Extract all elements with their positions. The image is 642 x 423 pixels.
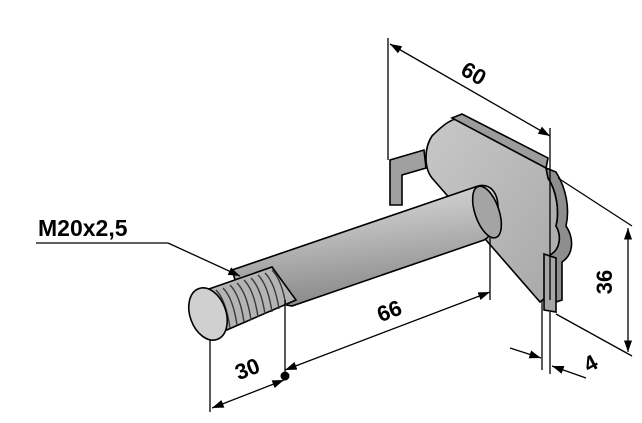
bolt-end-face: [187, 287, 229, 341]
dimension-thread-length: 30: [209, 340, 285, 412]
dim-4-label: 4: [579, 349, 602, 377]
thread-lines: [215, 269, 287, 329]
shank-collar: [471, 185, 503, 239]
dimension-plate-height: 36: [555, 177, 633, 357]
dim-36-label: 36: [592, 270, 617, 294]
dim-30-label: 30: [231, 353, 263, 385]
thread-spec-label: M20x2,5: [38, 215, 128, 241]
thread-callout: M20x2,5: [36, 215, 241, 277]
dim-origin-dot: [280, 371, 290, 381]
plate-left-lug: [389, 148, 427, 206]
bolt-part: [187, 113, 573, 341]
dim-66-label: 66: [373, 295, 405, 327]
